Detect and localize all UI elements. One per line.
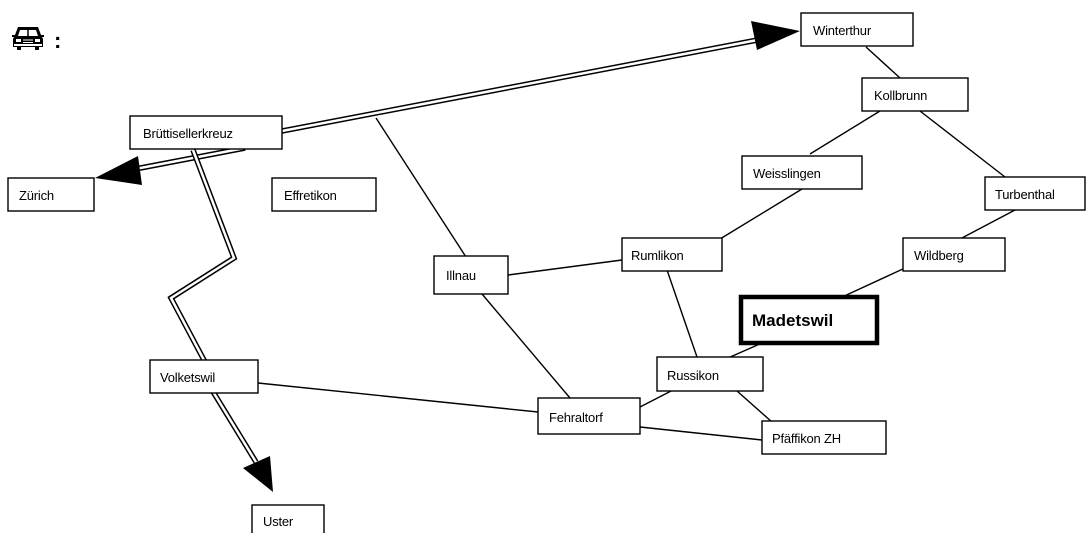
place-label: Volketswil (160, 370, 215, 385)
place-madetswil[interactable]: Madetswil (738, 294, 880, 346)
road-weisslingen-rumlikon (719, 188, 803, 240)
legend: : (10, 24, 61, 57)
road-madetswil-russikon (727, 342, 763, 359)
road-kollbrunn-weisslingen (809, 110, 881, 155)
place-label: Madetswil (752, 311, 833, 330)
highway-lines (95, 21, 800, 492)
place-boxes: Winterthur Kollbrunn Brüttisellerkreuz Z… (7, 12, 1086, 533)
place-label: Wildberg (914, 248, 964, 263)
arrowhead-winterthur (751, 21, 800, 50)
road-lines (257, 46, 1016, 441)
place-label: Effretikon (284, 188, 337, 203)
road-winterthur-kollbrunn (865, 46, 901, 79)
place-volketswil[interactable]: Volketswil (149, 359, 259, 394)
place-bruettisellerkreuz[interactable]: Brüttisellerkreuz (129, 115, 283, 150)
place-label: Rumlikon (631, 248, 684, 263)
place-winterthur[interactable]: Winterthur (800, 12, 914, 47)
road-illnau-highway (375, 117, 467, 258)
highway-bruettisellerkreuz-uster-outer (167, 149, 259, 464)
place-label: Zürich (19, 188, 54, 203)
highway-bruettisellerkreuz-winterthur-inner (281, 36, 769, 133)
road-kollbrunn-turbenthal (919, 110, 1006, 178)
place-label: Kollbrunn (874, 88, 927, 103)
arrowhead-zuerich (95, 156, 142, 185)
arrowhead-uster (243, 456, 273, 492)
place-label: Uster (263, 514, 294, 529)
place-label: Russikon (667, 368, 719, 383)
place-label: Turbenthal (995, 187, 1055, 202)
car-icon (10, 24, 46, 57)
place-label: Pfäffikon ZH (772, 431, 841, 446)
legend-separator: : (54, 27, 62, 53)
highway-bruettisellerkreuz-zuerich-inner (129, 146, 246, 172)
road-rumlikon-illnau (507, 259, 623, 276)
road-wildberg-madetswil (839, 267, 906, 299)
place-label: Illnau (446, 268, 476, 283)
road-fehraltorf-pfaeffikon (639, 426, 763, 441)
road-fehraltorf-russikon (639, 389, 674, 408)
place-wildberg[interactable]: Wildberg (902, 237, 1006, 272)
place-rumlikon[interactable]: Rumlikon (621, 237, 723, 272)
highway-bruettisellerkreuz-uster-inner (169, 149, 258, 463)
place-fehraltorf[interactable]: Fehraltorf (537, 397, 641, 435)
road-volketswil-fehraltorf (257, 382, 539, 413)
place-weisslingen[interactable]: Weisslingen (741, 155, 863, 190)
road-rumlikon-russikon (666, 269, 698, 358)
place-label: Winterthur (813, 23, 872, 38)
place-uster[interactable]: Uster (251, 504, 325, 533)
road-turbenthal-wildberg (959, 209, 1016, 240)
place-zuerich[interactable]: Zürich (7, 177, 95, 212)
road-illnau-fehraltorf (481, 293, 571, 399)
place-effretikon[interactable]: Effretikon (271, 177, 377, 212)
place-label: Weisslingen (753, 166, 821, 181)
place-kollbrunn[interactable]: Kollbrunn (861, 77, 969, 112)
road-russikon-pfaeffikon (736, 390, 773, 423)
place-label: Fehraltorf (549, 410, 603, 425)
place-illnau[interactable]: Illnau (433, 255, 509, 295)
place-label: Brüttisellerkreuz (143, 126, 233, 141)
place-russikon[interactable]: Russikon (656, 356, 764, 392)
place-pfaeffikon[interactable]: Pfäffikon ZH (761, 420, 887, 455)
place-turbenthal[interactable]: Turbenthal (984, 176, 1086, 211)
